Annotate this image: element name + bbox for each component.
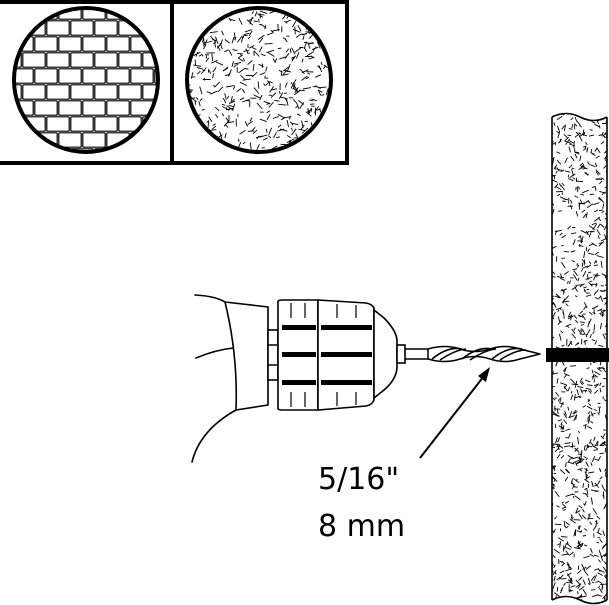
wall-cross-section xyxy=(546,112,609,605)
concrete-wall-icon xyxy=(185,6,333,154)
drill-body xyxy=(191,294,279,463)
material-panel xyxy=(0,0,349,165)
drilled-hole xyxy=(546,348,609,362)
drill-bit xyxy=(405,345,541,363)
drill-chuck xyxy=(277,299,406,411)
brick-wall-icon xyxy=(12,6,160,154)
drill-bit-size-imperial: 5/16" xyxy=(318,462,400,497)
drill-bit-size-metric: 8 mm xyxy=(318,509,406,544)
size-pointer-arrow xyxy=(419,367,490,459)
